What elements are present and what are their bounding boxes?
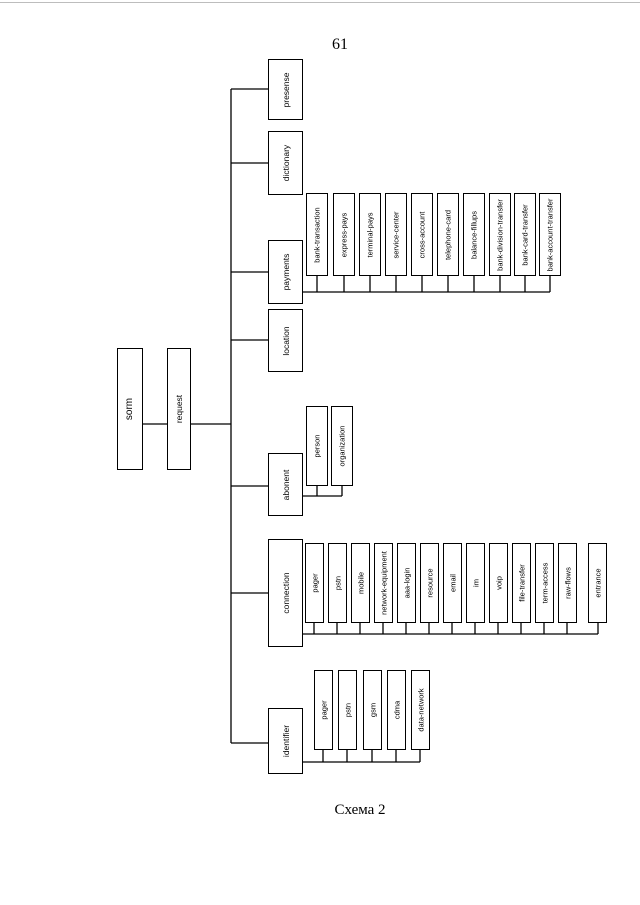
node-identifier: identifier — [268, 708, 303, 774]
node-identifier-child-label: data-network — [415, 688, 425, 732]
node-payments-child-label: balance-fillups — [469, 210, 479, 259]
node-payments-child: bank-card-transfer — [514, 193, 536, 276]
node-connection-child: pstn — [328, 543, 347, 623]
node-sorm: sorm — [117, 348, 143, 470]
node-connection-child-label: voip — [493, 576, 503, 590]
node-request-label: request — [173, 394, 184, 424]
node-payments-child-label: terminal-pays — [365, 211, 375, 258]
node-identifier-child-label: cdma — [391, 700, 401, 720]
node-identifier-child: data-network — [411, 670, 430, 750]
page-number: 61 — [332, 36, 348, 53]
node-payments-child: service-center — [385, 193, 407, 276]
node-presense: presense — [268, 59, 303, 120]
node-payments-child-label: service-center — [391, 210, 401, 259]
node-payments-label: payments — [280, 253, 291, 291]
node-connection-child-label: raw-flows — [562, 567, 572, 599]
node-connection-child-label: im — [470, 579, 480, 587]
node-connection-child: term-access — [535, 543, 554, 623]
node-connection-child: pager — [305, 543, 324, 623]
node-connection-child: aaa-login — [397, 543, 416, 623]
node-connection-child: voip — [489, 543, 508, 623]
node-payments-child: terminal-pays — [359, 193, 381, 276]
node-identifier-child: pstn — [338, 670, 357, 750]
node-abonent: abonent — [268, 453, 303, 516]
node-abonent-label: abonent — [280, 469, 291, 500]
node-payments-child: telephone-card — [437, 193, 459, 276]
node-identifier-child: gsm — [363, 670, 382, 750]
node-connection-child-label: entrance — [592, 568, 602, 598]
node-connection-child: raw-flows — [558, 543, 577, 623]
node-sorm-label: sorm — [124, 397, 135, 421]
node-payments-child-label: telephone-card — [443, 209, 453, 260]
node-payments-child-label: cross-account — [417, 211, 427, 258]
node-location: location — [268, 309, 303, 372]
node-abonent-child: organization — [331, 406, 353, 486]
node-dictionary: dictionary — [268, 131, 303, 195]
node-connection-child-label: term-access — [539, 562, 549, 604]
node-connection-child-label: mobile — [355, 571, 365, 595]
node-connection-child-label: file-transfer — [516, 564, 526, 602]
node-payments-child-label: bank-division-transfer — [495, 198, 505, 271]
node-payments-child-label: express-pays — [339, 212, 349, 257]
figure-caption: Схема 2 — [334, 802, 386, 818]
node-connection-child-label: network-equipment — [378, 551, 388, 615]
node-payments-child-label: bank-transaction — [312, 206, 322, 263]
node-request: request — [167, 348, 191, 470]
node-connection-child: resource — [420, 543, 439, 623]
node-identifier-child: cdma — [387, 670, 406, 750]
node-dictionary-label: dictionary — [280, 144, 291, 182]
node-presense-label: presense — [280, 72, 291, 107]
node-connection-child-label: resource — [424, 568, 434, 598]
node-payments-child-label: bank-account-transfer — [545, 198, 555, 271]
node-identifier-child-label: pstn — [342, 702, 352, 718]
node-payments-child: bank-transaction — [306, 193, 328, 276]
scan-top-border — [0, 2, 640, 3]
node-connection: connection — [268, 539, 303, 647]
node-connection-child: email — [443, 543, 462, 623]
node-connection-child: im — [466, 543, 485, 623]
node-connection-child-label: aaa-login — [401, 567, 411, 599]
node-connection-child: file-transfer — [512, 543, 531, 623]
node-identifier-label: identifier — [280, 724, 291, 758]
node-payments-child-label: bank-card-transfer — [520, 203, 530, 266]
node-connection-child: network-equipment — [374, 543, 393, 623]
node-connection-child-label: email — [447, 574, 457, 592]
node-payments-child: bank-division-transfer — [489, 193, 511, 276]
node-connection-child-label: pstn — [332, 575, 342, 591]
node-identifier-child: pager — [314, 670, 333, 750]
node-payments-child: balance-fillups — [463, 193, 485, 276]
node-abonent-child-label: organization — [337, 425, 347, 467]
node-connection-child-label: pager — [309, 573, 319, 593]
node-abonent-child: person — [306, 406, 328, 486]
node-identifier-child-label: pager — [318, 700, 328, 720]
node-location-label: location — [280, 325, 291, 356]
node-connection-child: entrance — [588, 543, 607, 623]
node-payments-child: bank-account-transfer — [539, 193, 561, 276]
node-connection-label: connection — [280, 572, 291, 614]
node-identifier-child-label: gsm — [367, 702, 377, 718]
node-payments: payments — [268, 240, 303, 304]
node-abonent-child-label: person — [312, 434, 322, 458]
node-payments-child: cross-account — [411, 193, 433, 276]
node-connection-child: mobile — [351, 543, 370, 623]
node-payments-child: express-pays — [333, 193, 355, 276]
